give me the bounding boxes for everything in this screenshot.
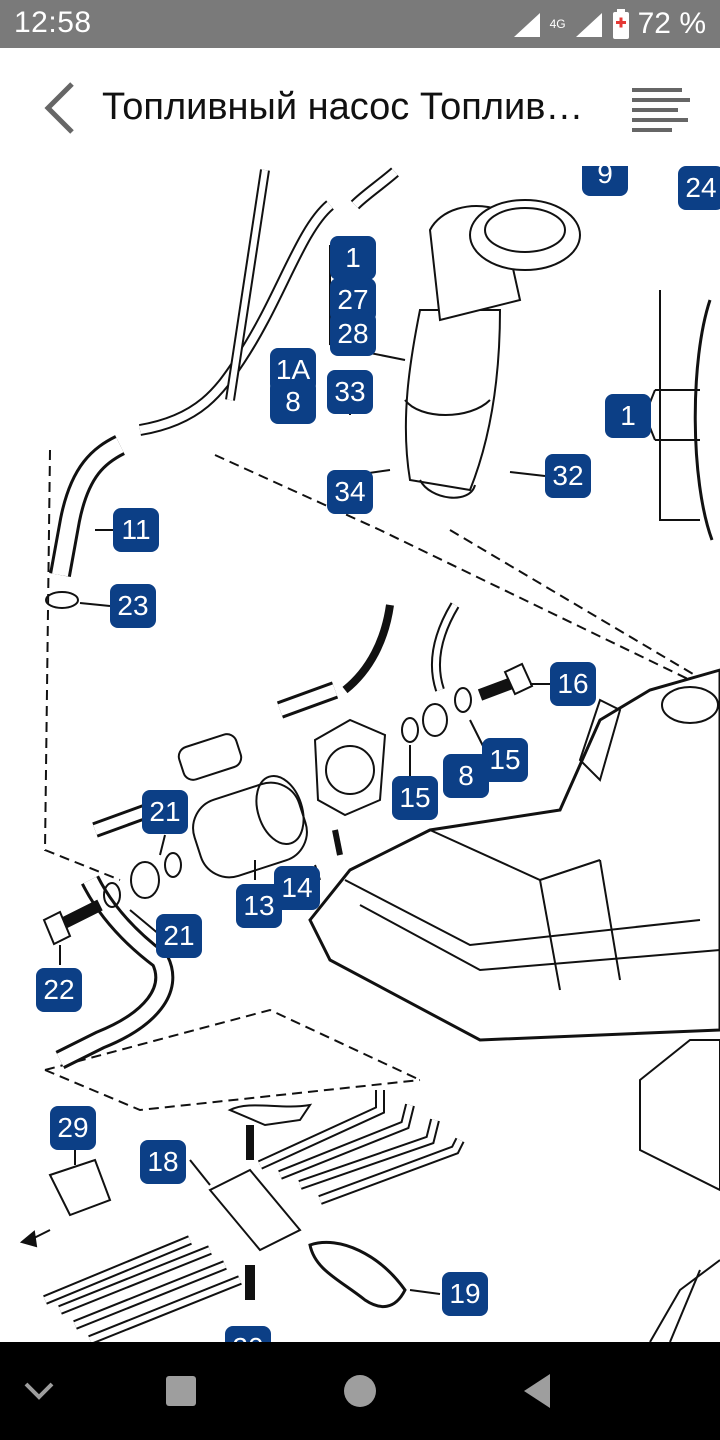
nav-back-button[interactable] [514, 1366, 564, 1416]
callout-13[interactable]: 13 [236, 884, 282, 928]
back-arrow-icon [44, 82, 74, 134]
callout-21-top[interactable]: 21 [142, 790, 188, 834]
callout-22[interactable]: 22 [36, 968, 82, 1012]
network-type: 4G [549, 17, 566, 31]
nav-back-icon [524, 1374, 550, 1408]
callout-29[interactable]: 29 [50, 1106, 96, 1150]
callout-24[interactable]: 24 [678, 166, 720, 210]
battery-percent: 72 % [637, 7, 706, 40]
callout-8-mid[interactable]: 8 [443, 754, 489, 798]
page-title: Топливный насос Топлив… [102, 86, 584, 128]
status-icons: 4G 72 % [512, 6, 706, 42]
app-bar: Топливный насос Топлив… [0, 48, 720, 166]
nav-recents-button[interactable] [156, 1366, 206, 1416]
callout-15-right[interactable]: 15 [482, 738, 528, 782]
callout-18[interactable]: 18 [140, 1140, 186, 1184]
callout-8-top[interactable]: 8 [270, 380, 316, 424]
status-bar: 12:58 4G 72 % [0, 0, 720, 48]
list-menu-icon [632, 88, 690, 132]
callout-11[interactable]: 11 [113, 508, 159, 552]
signal-icon [513, 13, 540, 37]
callout-16[interactable]: 16 [550, 662, 596, 706]
callout-33[interactable]: 33 [327, 370, 373, 414]
callout-1[interactable]: 1 [330, 236, 376, 280]
callout-1-right[interactable]: 1 [605, 394, 651, 438]
nav-collapse-button[interactable] [14, 1366, 64, 1416]
nav-home-icon [344, 1375, 376, 1407]
status-time: 12:58 [14, 6, 92, 39]
callout-9[interactable]: 9 [582, 166, 628, 196]
callout-19[interactable]: 19 [442, 1272, 488, 1316]
diagram-drawing [19, 167, 720, 1342]
chevron-down-icon [24, 1382, 54, 1400]
callout-32[interactable]: 32 [545, 454, 591, 498]
callout-23[interactable]: 23 [110, 584, 156, 628]
battery-icon [612, 9, 629, 39]
callout-28[interactable]: 28 [330, 312, 376, 356]
callout-15-left[interactable]: 15 [392, 776, 438, 820]
signal-icon-2 [575, 13, 602, 37]
navigation-bar [0, 1342, 720, 1440]
callout-14[interactable]: 14 [274, 866, 320, 910]
nav-home-button[interactable] [335, 1366, 385, 1416]
menu-button[interactable] [628, 86, 694, 132]
callout-34[interactable]: 34 [327, 470, 373, 514]
back-button[interactable] [30, 78, 90, 138]
parts-diagram[interactable]: 24 9 1 27 28 1A 33 8 1 32 34 11 23 16 15… [0, 166, 720, 1342]
callout-1a[interactable]: 1A [270, 348, 316, 392]
callout-21-bottom[interactable]: 21 [156, 914, 202, 958]
nav-recents-icon [166, 1376, 196, 1406]
callout-20[interactable]: 20 [225, 1326, 271, 1342]
